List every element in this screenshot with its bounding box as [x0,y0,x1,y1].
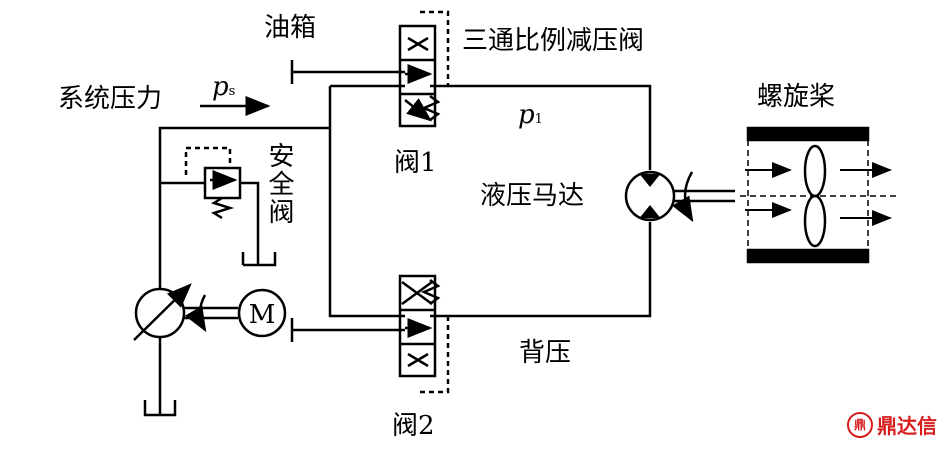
system-pressure-label: 系统压力 [58,84,163,114]
supply-branch [328,86,405,318]
safety-valve-label: 安全阀 [264,142,294,226]
valve2-divider [400,308,435,346]
supply-line [158,126,330,290]
valve1-pilot [420,10,450,86]
valve1-solenoid [407,36,429,52]
electric-motor-circle [237,288,287,338]
valve2-body [398,274,437,378]
blade-bottom [803,194,827,248]
valve1-spring [420,95,441,121]
duct-top [746,126,870,142]
hydraulic-motor-label: 液压马达 [480,181,585,211]
back-pressure-label: 背压 [519,338,572,368]
p1-label: p1 [518,100,543,130]
valve1-divider [400,58,435,96]
valve2-pilot [420,316,450,394]
back-pressure-line [430,222,652,318]
propeller-label: 螺旋桨 [757,82,836,112]
electric-motor-label: M [249,300,276,330]
valve1-arrow-2 [404,98,432,122]
three-way-valve-label: 三通比例减压阀 [462,26,645,56]
pump-tank [143,400,177,417]
safety-spring [211,196,235,220]
blade-top [803,144,827,198]
watermark: 鼎 鼎达信 [847,410,937,439]
watermark-text: 鼎达信 [877,414,937,438]
duct-bottom [746,248,870,264]
pump-shaft [184,306,238,320]
safety-pilot [184,146,232,175]
valve1-body [398,24,437,128]
oil-tank-label: 油箱 [264,13,317,43]
valve2-spring [420,279,441,305]
valve2-label: 阀2 [392,411,435,441]
valve2-cross [401,280,433,306]
motor-triangle-top [639,173,661,188]
pump-variable-arrow [133,283,192,341]
rotation-arrow-2 [672,171,694,223]
valve2-solenoid [407,352,429,368]
safety-valve-body [203,166,242,200]
rotation-arrow-1 [184,294,207,333]
ps-label: ps [212,72,236,102]
safety-tank [241,252,277,267]
valve1-label: 阀1 [394,148,437,178]
safety-out [240,181,260,265]
p1-line [430,84,652,170]
motor-triangle-bottom [639,204,661,219]
watermark-logo: 鼎 [847,411,873,438]
motor-shaft [674,189,735,203]
duct-centerline [740,140,900,250]
